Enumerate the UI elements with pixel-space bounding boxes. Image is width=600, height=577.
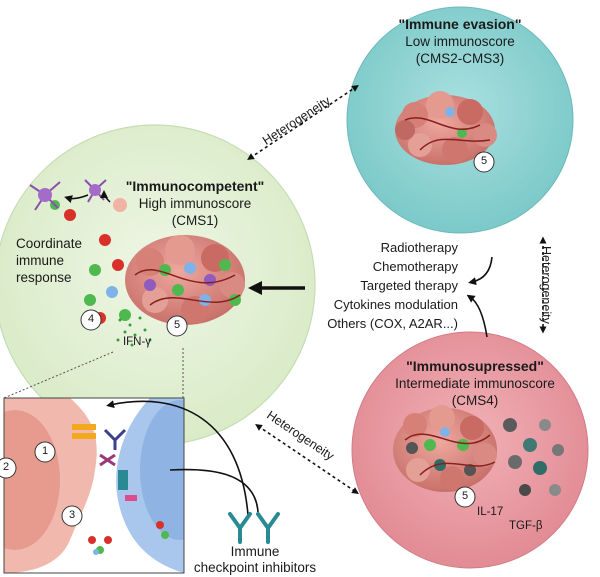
tumor-mass-supressed — [393, 405, 497, 492]
badge-4-label: 4 — [87, 313, 95, 325]
tumor-mass-evasion — [395, 91, 497, 165]
immunosupressed-title: "Immunosupressed" — [406, 358, 544, 374]
cell-cycle-arrow-2 — [100, 190, 111, 203]
heterogeneity-arrow-bottom — [255, 424, 359, 494]
il17-label: IL-17 — [477, 506, 504, 518]
checkpoint-line-1: Immune — [230, 544, 280, 559]
badge-4-competent — [80, 309, 102, 331]
coordinate-line-3: response — [16, 270, 72, 285]
immunocompetent-title: "Immunocompetent" — [125, 178, 265, 194]
tgfb-label: TGF-β — [509, 520, 543, 532]
immunosupressed-subtitle-2: (CMS4) — [451, 393, 499, 408]
therapy-item: Cytokines modulation — [333, 297, 458, 312]
therapy-arrow-from-top — [468, 256, 493, 286]
immune-evasion-title: "Immune evasion" — [398, 16, 522, 32]
heterogeneity-label-right: Heterogeneity — [539, 246, 553, 324]
cell-cycle-arrow-1 — [64, 194, 89, 203]
therapy-item: Targeted therapy — [360, 278, 458, 293]
dendritic-cell-1 — [29, 181, 61, 211]
ifn-label: IFN-γ — [122, 336, 152, 348]
immune-evasion-subtitle-2: (CMS2-CMS3) — [415, 51, 505, 66]
suppressor-cells — [503, 418, 564, 496]
badge-2-label: 2 — [2, 461, 10, 473]
immunocompetent-subtitle-2: (CMS1) — [171, 213, 219, 228]
synapse-inset — [3, 348, 185, 574]
badge-3-label: 3 — [68, 509, 76, 521]
dendritic-cell-2 — [84, 179, 107, 203]
badge-1-label: 1 — [41, 445, 49, 457]
badge-5-evasion-label: 5 — [480, 155, 488, 167]
tumor-mass-competent — [125, 235, 245, 325]
coordinate-line-1: Coordinate — [16, 236, 83, 251]
therapy-item: Others (COX, A2AR...) — [327, 316, 458, 331]
badge-5-evasion — [473, 151, 495, 173]
therapy-main-arrowhead — [248, 281, 262, 295]
badge-5-competent-label: 5 — [173, 319, 181, 331]
immune-cells-competent — [50, 200, 131, 324]
badge-1 — [34, 441, 56, 463]
badge-3 — [61, 505, 83, 527]
immune-evasion-subtitle-1: Low immunoscore — [405, 34, 515, 49]
ifn-dots — [116, 316, 152, 347]
badge-5-competent — [166, 315, 188, 337]
badge-5-supressed-label: 5 — [461, 490, 469, 502]
checkpoint-line-2: checkpoint inhibitors — [193, 560, 317, 575]
therapy-arrow-from-bottom — [466, 294, 488, 338]
coordinate-line-2: immune — [16, 253, 65, 268]
badge-5-supressed — [454, 486, 476, 508]
therapy-item: Radiotherapy — [380, 240, 458, 255]
apoptotic-cell — [113, 198, 127, 212]
immunosupressed-subtitle-1: Intermediate immunoscore — [395, 376, 555, 391]
immunocompetent-subtitle-1: High immunoscore — [138, 196, 252, 211]
antibody-icon — [228, 512, 280, 544]
therapy-item: Chemotherapy — [372, 259, 458, 274]
checkpoint-arrow-short — [169, 468, 259, 513]
badge-2 — [0, 457, 17, 479]
